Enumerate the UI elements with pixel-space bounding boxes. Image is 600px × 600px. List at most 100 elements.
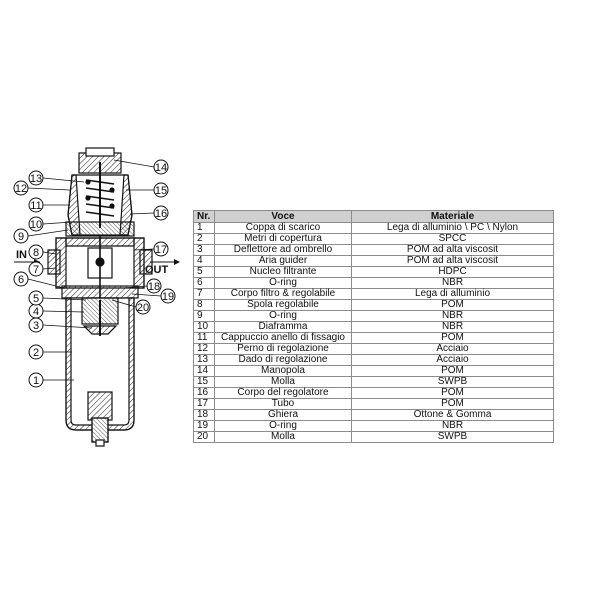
callout-leader bbox=[42, 221, 73, 225]
callout-number: 16 bbox=[155, 208, 167, 220]
callout-circle bbox=[153, 241, 169, 257]
cell-voce: O-ring bbox=[214, 310, 352, 322]
callout-circle bbox=[28, 290, 44, 306]
cell-nr: 20 bbox=[193, 431, 215, 443]
cell-nr: 6 bbox=[193, 277, 215, 289]
callout-6: 6 bbox=[13, 271, 65, 289]
cell-nr: 10 bbox=[193, 321, 215, 333]
callout-number: 13 bbox=[30, 173, 42, 185]
header-voce: Voce bbox=[214, 210, 352, 223]
cell-voce: Metri di copertura bbox=[214, 233, 352, 245]
callout-circle bbox=[153, 182, 169, 198]
callout-leader bbox=[113, 159, 155, 168]
cell-materiale: NBR bbox=[351, 277, 554, 289]
cell-voce: Manopola bbox=[214, 365, 352, 377]
cell-materiale: Lega di alluminio \ PC \ Nylon bbox=[351, 222, 554, 234]
cell-voce: Cappuccio anello di fissagio bbox=[214, 332, 352, 344]
callout-18: 18 bbox=[123, 278, 162, 294]
callout-circle bbox=[28, 216, 44, 232]
callout-number: 12 bbox=[15, 183, 27, 195]
cell-materiale: POM bbox=[351, 332, 554, 344]
callout-circle bbox=[160, 288, 176, 304]
cell-voce: O-ring bbox=[214, 420, 352, 432]
callout-10: 10 bbox=[28, 216, 73, 232]
callout-8: 8 bbox=[28, 244, 57, 260]
cell-nr: 19 bbox=[193, 420, 215, 432]
callout-11: 11 bbox=[28, 197, 70, 213]
callout-number: 15 bbox=[155, 185, 167, 197]
cell-voce: Ghiera bbox=[214, 409, 352, 421]
callout-12: 12 bbox=[13, 180, 71, 196]
callout-number: 5 bbox=[33, 293, 39, 305]
callout-leader bbox=[42, 297, 87, 301]
cell-materiale: NBR bbox=[351, 321, 554, 333]
callout-leader bbox=[27, 229, 69, 237]
cell-materiale: Acciaio bbox=[351, 343, 554, 355]
cell-voce: Molla bbox=[214, 376, 352, 388]
callout-leader bbox=[131, 293, 162, 297]
callout-circle bbox=[146, 278, 162, 294]
cell-materiale: HDPC bbox=[351, 266, 554, 278]
callout-leader bbox=[111, 299, 137, 308]
cell-voce: Deflettore ad ombrello bbox=[214, 244, 352, 256]
cell-materiale: Ottone & Gomma bbox=[351, 409, 554, 421]
callout-circle bbox=[153, 159, 169, 175]
diaphragm bbox=[65, 221, 135, 237]
callout-leader bbox=[42, 251, 57, 255]
cell-voce: Dado di regolazione bbox=[214, 354, 352, 366]
callout-number: 8 bbox=[33, 247, 39, 259]
callout-leader bbox=[133, 248, 155, 251]
cell-materiale: NBR bbox=[351, 310, 554, 322]
knob-cap bbox=[85, 147, 115, 157]
cell-nr: 13 bbox=[193, 354, 215, 366]
cell-nr: 15 bbox=[193, 376, 215, 388]
callout-circle bbox=[153, 205, 169, 221]
callout-leader bbox=[129, 212, 155, 215]
cell-voce: Corpo filtro & regolabile bbox=[214, 288, 352, 300]
callout-number: 3 bbox=[33, 320, 39, 332]
callout-number: 2 bbox=[33, 347, 39, 359]
cell-nr: 7 bbox=[193, 288, 215, 300]
callout-14: 14 bbox=[113, 159, 169, 175]
callout-17: 17 bbox=[133, 241, 169, 257]
callout-number: 10 bbox=[30, 219, 42, 231]
cell-nr: 17 bbox=[193, 398, 215, 410]
cell-materiale: POM ad alta viscosit bbox=[351, 244, 554, 256]
callout-circle bbox=[13, 228, 29, 244]
callout-circle bbox=[28, 261, 44, 277]
table-header-row: Nr. Voce Materiale bbox=[193, 210, 554, 223]
cell-materiale: NBR bbox=[351, 420, 554, 432]
cell-nr: 1 bbox=[193, 222, 215, 234]
in-label: IN bbox=[16, 249, 27, 261]
callout-number: 19 bbox=[162, 291, 174, 303]
callout-leader bbox=[42, 310, 85, 313]
cell-voce: O-ring bbox=[214, 277, 352, 289]
cell-materiale: POM bbox=[351, 398, 554, 410]
cell-nr: 4 bbox=[193, 255, 215, 267]
callout-15: 15 bbox=[126, 182, 169, 198]
cell-voce: Molla bbox=[214, 431, 352, 443]
callout-number: 11 bbox=[30, 200, 41, 212]
callout-number: 7 bbox=[33, 264, 39, 276]
callout-leader bbox=[42, 267, 57, 270]
cell-nr: 8 bbox=[193, 299, 215, 311]
callout-number: 14 bbox=[155, 162, 167, 174]
callout-leader bbox=[27, 278, 65, 289]
callout-leader bbox=[27, 187, 71, 191]
out-port-label: OUT bbox=[145, 259, 180, 276]
cell-voce: Spola regolabile bbox=[214, 299, 352, 311]
